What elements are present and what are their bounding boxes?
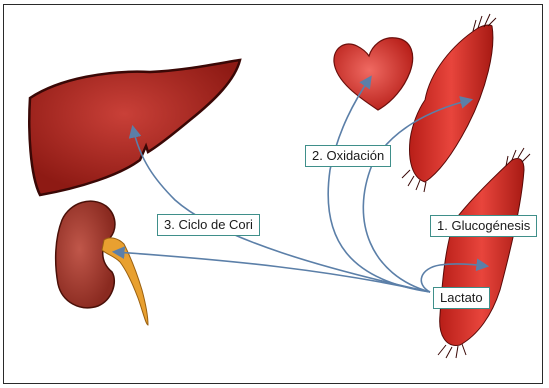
label-lactato: Lactato [433,287,490,309]
lower-muscle [438,148,530,358]
label-oxidacion: 2. Oxidación [305,145,391,167]
upper-muscle [402,14,496,192]
kidney-organ [56,201,148,325]
arrow-oxidacion-heart [328,78,430,292]
label-glucogenesis: 1. Glucogénesis [430,215,537,237]
arrow-cori-kidney [115,252,430,292]
heart-organ [334,38,413,110]
liver-organ [29,60,240,195]
label-ciclo-de-cori: 3. Ciclo de Cori [157,214,260,236]
